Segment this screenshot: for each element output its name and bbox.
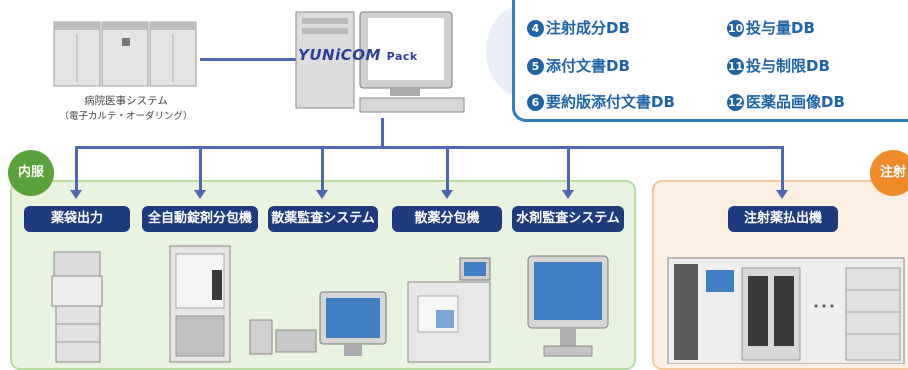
powder-audit-illustration	[249, 291, 387, 356]
device-label-injection-dispenser: 注射薬払出機	[728, 206, 838, 232]
trunk-connector	[381, 118, 384, 148]
connector-drop	[75, 146, 78, 190]
injection-badge: 注射	[870, 150, 908, 196]
powder-packer-illustration	[407, 257, 491, 363]
hospital-server-illustration	[53, 21, 197, 87]
connector-drop	[781, 146, 784, 190]
printer-illustration	[51, 251, 103, 363]
liquid-audit-monitor-illustration	[527, 255, 609, 357]
hospital-system-label: 病院医事システム （電子カルテ・オーダリング）	[36, 94, 216, 124]
hospital-link-line	[200, 58, 296, 61]
connector-drop	[567, 146, 570, 190]
device-label-tablet-packer: 全自動錠剤分包機	[142, 206, 258, 232]
hospital-system-subtitle: （電子カルテ・オーダリング）	[59, 111, 193, 122]
device-label-liquid-audit: 水剤監査システム	[512, 206, 624, 232]
hospital-system-title: 病院医事システム	[84, 95, 168, 107]
arrow-down-icon	[316, 190, 328, 199]
arrow-down-icon	[194, 190, 206, 199]
arrow-down-icon	[776, 190, 788, 199]
tablet-packer-illustration	[169, 245, 231, 363]
device-label-powder-packer: 散薬分包機	[392, 206, 502, 232]
arrow-down-icon	[562, 190, 574, 199]
connector-drop	[321, 146, 324, 190]
device-label-powder-audit: 散薬監査システム	[268, 206, 378, 232]
connector-drop	[446, 146, 449, 190]
yunicom-pack-logo: YUNiCOM Pack	[298, 46, 418, 64]
bus-connector	[75, 146, 783, 149]
central-server-illustration	[295, 11, 465, 113]
device-label-medicine-bag: 薬袋出力	[24, 206, 130, 232]
injection-dispenser-illustration	[667, 257, 905, 364]
internal-medicine-badge: 内服	[8, 150, 54, 196]
arrow-down-icon	[70, 190, 82, 199]
arrow-down-icon	[441, 190, 453, 199]
connector-drop	[199, 146, 202, 190]
